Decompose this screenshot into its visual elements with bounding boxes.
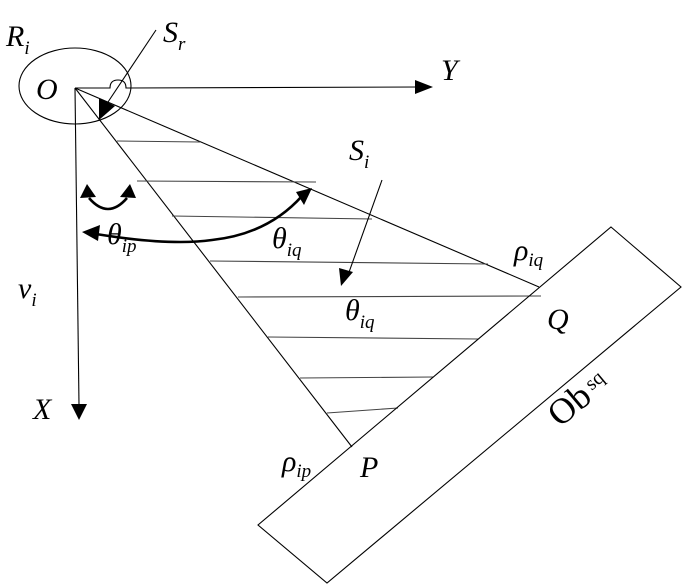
theta-ip-small-arc xyxy=(88,197,128,211)
hatch-line xyxy=(299,376,434,379)
theta-ip-right-arrowhead-icon xyxy=(120,184,136,198)
label-sector: Si xyxy=(349,134,369,173)
theta-iq-right-arrowhead-icon xyxy=(296,188,312,205)
label-robot: Ri xyxy=(5,20,30,59)
label-theta-iq-arc: θiq xyxy=(272,222,302,261)
x-axis-arrowhead-icon xyxy=(71,404,87,420)
sector-hatching xyxy=(116,140,542,414)
obstacle-rectangle xyxy=(257,226,682,584)
label-x-axis: X xyxy=(32,393,53,426)
label-theta-iq-sector: θiq xyxy=(345,294,375,333)
hatch-line xyxy=(171,215,373,220)
hatch-line xyxy=(116,140,201,143)
sector-arrowhead-icon xyxy=(339,268,353,286)
label-point-q: Q xyxy=(547,303,569,336)
label-velocity: vi xyxy=(18,272,37,311)
label-point-p: P xyxy=(359,451,378,484)
hatch-line xyxy=(326,407,399,414)
hatch-line xyxy=(237,295,542,298)
label-rho-ip: ρip xyxy=(281,445,311,482)
x-axis-line xyxy=(74,87,80,406)
label-y-axis: Y xyxy=(441,54,461,87)
svg-text:Obsq: Obsq xyxy=(539,361,615,434)
label-origin: O xyxy=(36,73,58,106)
hatch-line xyxy=(136,180,317,183)
y-axis-arrowhead-icon xyxy=(415,80,433,94)
ray-to-q xyxy=(74,87,540,288)
label-theta-ip: θip xyxy=(107,218,137,257)
sensor-range-pointer xyxy=(107,29,157,103)
theta-iq-left-arrowhead-icon xyxy=(82,225,100,241)
y-axis-arrow xyxy=(75,79,421,89)
sensor-range-arrowhead-icon xyxy=(99,98,115,120)
label-rho-iq: ρiq xyxy=(513,234,544,271)
theta-ip-left-arrowhead-icon xyxy=(80,184,96,198)
theta-iq-large-arc xyxy=(95,195,303,244)
hatch-line xyxy=(267,336,479,340)
ray-to-p xyxy=(74,87,353,448)
hatch-line xyxy=(209,260,489,265)
sector-pointer xyxy=(347,179,383,276)
label-obstacle: Obsq xyxy=(539,361,615,435)
label-sensor-range: Sr xyxy=(163,16,186,55)
